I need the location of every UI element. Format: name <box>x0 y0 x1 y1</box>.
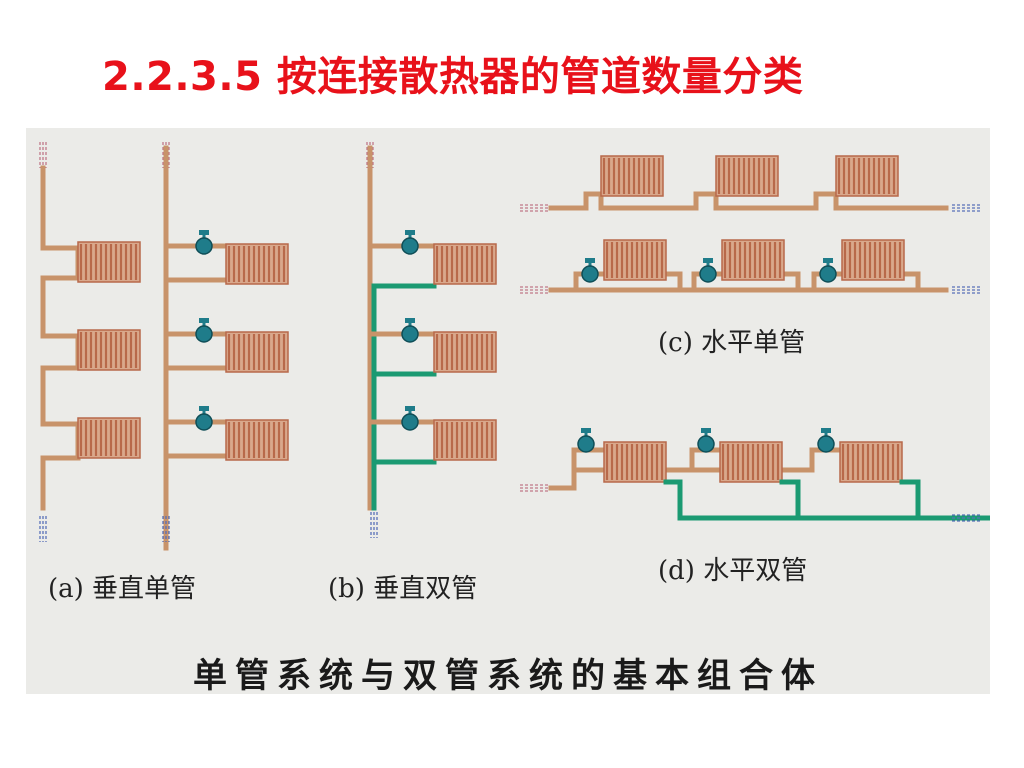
valve-body <box>577 435 595 453</box>
valve-body <box>401 237 419 255</box>
slide-title: 2.2.3.5 按连接散热器的管道数量分类 <box>102 54 804 100</box>
radiator <box>225 243 289 285</box>
valve-handle <box>821 428 831 433</box>
valve-body <box>401 413 419 431</box>
figure-caption: 单管系统与双管系统的基本组合体 <box>193 656 823 696</box>
radiator <box>835 155 899 197</box>
valve-handle <box>199 406 209 411</box>
valve-body <box>195 325 213 343</box>
radiator <box>715 155 779 197</box>
valve-handle <box>585 258 595 263</box>
valve-handle <box>199 230 209 235</box>
radiator <box>721 239 785 281</box>
label-horizontal-double: (d) 水平双管 <box>658 556 808 586</box>
pipe-series-horizontal <box>548 191 949 211</box>
pipe-branch <box>781 271 801 293</box>
valve-handle <box>581 428 591 433</box>
radiator <box>719 441 783 483</box>
label-vertical-double: (b) 垂直双管 <box>328 574 478 604</box>
radiator <box>603 239 667 281</box>
valve-body <box>697 435 715 453</box>
valve-body <box>699 265 717 283</box>
radiator <box>77 417 141 459</box>
valve-handle <box>701 428 711 433</box>
valve-body <box>195 413 213 431</box>
radiator <box>841 239 905 281</box>
pipe-series-riser <box>40 165 81 511</box>
radiator <box>603 441 667 483</box>
pipe-return-horizontal <box>663 479 990 521</box>
valve-body <box>401 325 419 343</box>
radiator <box>77 241 141 283</box>
label-vertical-single: (a) 垂直单管 <box>48 574 197 604</box>
valve-body <box>195 237 213 255</box>
valve-handle <box>823 258 833 263</box>
radiator <box>839 441 903 483</box>
radiator <box>600 155 664 197</box>
radiator <box>77 329 141 371</box>
valve-body <box>817 435 835 453</box>
valve-handle <box>703 258 713 263</box>
radiator <box>433 419 497 461</box>
pipe-return-branch <box>899 479 921 521</box>
valve-handle <box>405 318 415 323</box>
pipe-return-branch <box>779 479 801 521</box>
valve-body <box>581 265 599 283</box>
valve-body <box>819 265 837 283</box>
radiator <box>433 243 497 285</box>
valve-handle <box>405 406 415 411</box>
pipe-branch <box>663 271 683 293</box>
pipe-branch <box>901 271 921 293</box>
valve-handle <box>405 230 415 235</box>
pipe-diagram-canvas <box>39 142 990 551</box>
label-horizontal-single: (c) 水平单管 <box>658 328 806 358</box>
radiator <box>225 419 289 461</box>
radiator <box>433 331 497 373</box>
radiator <box>225 331 289 373</box>
pipe-system-figure: (a) 垂直单管 (b) 垂直双管 (c) 水平单管 (d) 水平双管 单管系统… <box>26 128 990 696</box>
valve-handle <box>199 318 209 323</box>
